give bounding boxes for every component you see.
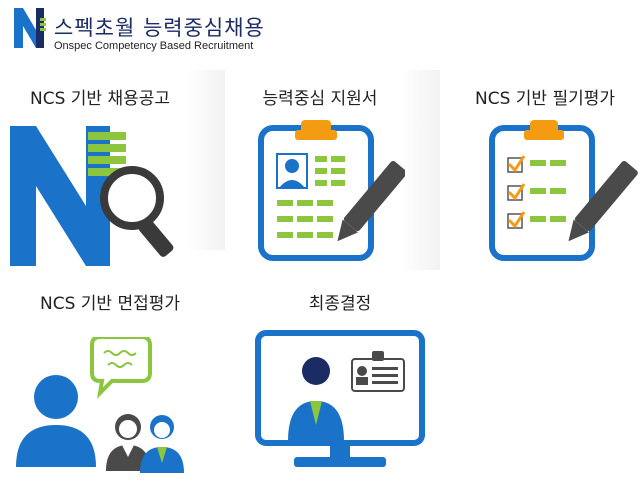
menu-item-final-decision[interactable]: 최종결정 bbox=[240, 285, 440, 480]
n-logo-icon bbox=[14, 8, 46, 48]
logo: 스펙초월 능력중심채용 Onspec Competency Based Recr… bbox=[14, 8, 334, 58]
menu-item-competency-application[interactable]: 능력중심 지원서 bbox=[225, 80, 415, 270]
panel-shade bbox=[400, 70, 440, 270]
logo-title: 스펙초월 능력중심채용 bbox=[54, 16, 265, 40]
menu-item-label: 능력중심 지원서 bbox=[262, 89, 378, 109]
menu-item-label: 최종결정 bbox=[308, 294, 372, 314]
logo-subtitle: Onspec Competency Based Recruitment bbox=[54, 40, 254, 52]
menu-item-label: NCS 기반 채용공고 bbox=[29, 89, 171, 109]
interview-people-icon bbox=[16, 337, 184, 473]
menu-item-ncs-job-posting[interactable]: NCS 기반 채용공고 bbox=[0, 80, 200, 270]
menu-item-label: NCS 기반 필기평가 bbox=[474, 89, 616, 109]
menu-item-label: NCS 기반 면접평가 bbox=[39, 294, 181, 314]
clipboard-checklist-icon bbox=[489, 120, 638, 261]
menu-item-ncs-interview[interactable]: NCS 기반 면접평가 bbox=[0, 285, 210, 480]
panel-shade bbox=[185, 70, 225, 250]
magnifier-n-icon bbox=[10, 126, 174, 266]
menu-item-ncs-written-test[interactable]: NCS 기반 필기평가 bbox=[450, 80, 640, 270]
clipboard-profile-icon bbox=[258, 120, 405, 261]
monitor-candidate-icon bbox=[255, 330, 425, 467]
